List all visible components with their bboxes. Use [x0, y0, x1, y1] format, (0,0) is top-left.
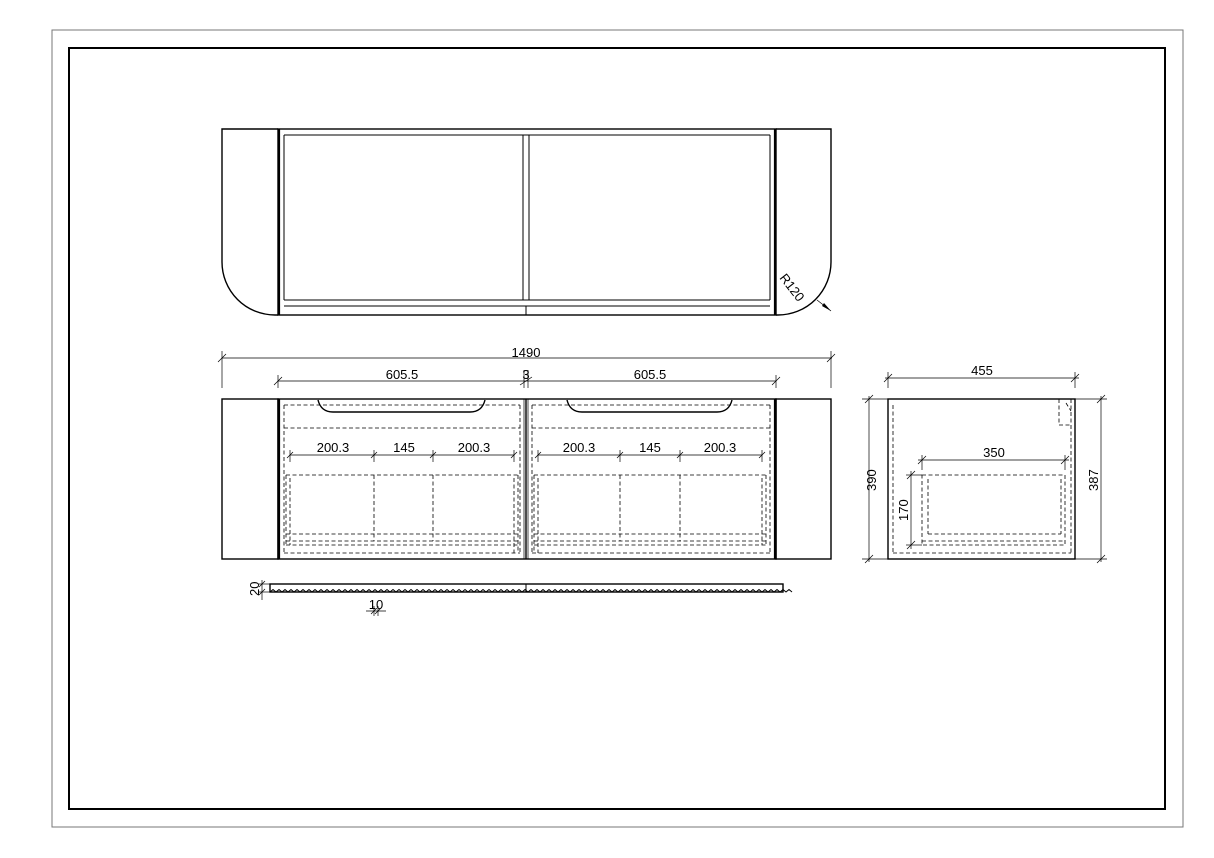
rail-tooth-label: 10	[369, 597, 383, 612]
left-cabinet-hidden-lines	[283, 404, 521, 554]
right-cabinet-width-label: 605.5	[634, 367, 667, 382]
side-drawer-height-label: 170	[896, 499, 911, 521]
sheet-outer-border	[51, 29, 1184, 828]
side-inner-height-label: 387	[1086, 469, 1101, 491]
right-handle-recess	[566, 399, 733, 413]
front-view: 1490 605.5 3 605.5	[217, 345, 836, 560]
left-handle-recess	[317, 399, 486, 413]
sheet-inner-border	[68, 47, 1166, 810]
side-height-label: 390	[864, 469, 879, 491]
left-compartment-b-label: 145	[393, 440, 415, 455]
top-view-left-end-cap	[221, 128, 278, 316]
overall-width-label: 1490	[512, 345, 541, 360]
right-compartment-c-label: 200.3	[704, 440, 737, 455]
right-compartment-b-label: 145	[639, 440, 661, 455]
side-drawer-outline	[921, 474, 1066, 546]
right-cabinet-hidden-lines	[531, 404, 771, 554]
rail-teeth	[269, 588, 793, 593]
left-compartment-dimensions: 200.3 145 200.3	[286, 440, 518, 462]
side-view-body	[887, 398, 1076, 560]
left-compartment-c-label: 200.3	[458, 440, 491, 455]
top-view: R120	[221, 128, 832, 316]
side-drawer-depth-label: 350	[983, 445, 1005, 460]
right-compartment-a-label: 200.3	[563, 440, 596, 455]
top-view-body	[277, 128, 777, 316]
side-depth-label: 455	[971, 363, 993, 378]
dimension-overall-width: 1490	[217, 345, 836, 388]
rail-detail: 20 10	[247, 580, 793, 616]
left-cabinet-width-label: 605.5	[386, 367, 419, 382]
rail-thickness-label: 20	[247, 582, 262, 596]
front-right-end-panel	[775, 398, 832, 560]
dimension-cabinet-widths: 605.5 3 605.5	[273, 367, 781, 388]
right-compartment-dimensions: 200.3 145 200.3	[534, 440, 766, 462]
top-view-right-end-cap	[776, 128, 832, 316]
front-body	[277, 398, 777, 560]
radius-label: R120	[777, 271, 808, 305]
side-view: 455 390 387 350	[862, 363, 1107, 564]
left-compartment-a-label: 200.3	[317, 440, 350, 455]
front-left-end-panel	[221, 398, 279, 560]
gap-label: 3	[522, 367, 529, 382]
